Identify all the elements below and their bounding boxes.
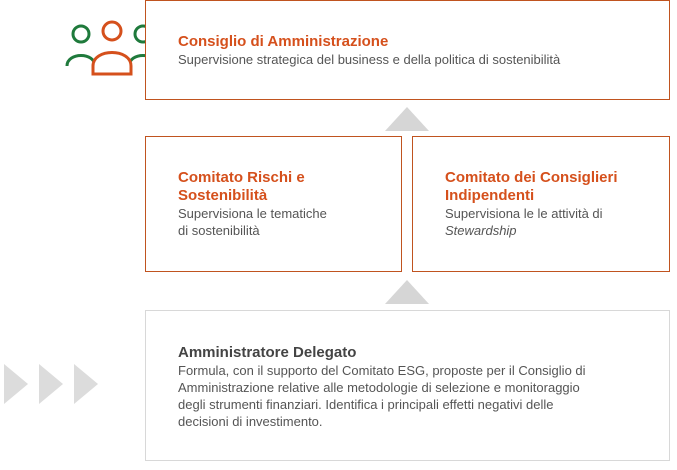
ceo-desc-line1: Formula, con il supporto del Comitato ES… (178, 363, 586, 378)
ceo-box: Amministratore Delegato Formula, con il … (145, 310, 670, 461)
independent-committee-title-line2: Indipendenti (445, 187, 535, 204)
chevron-right-icon (39, 364, 63, 404)
board-title: Consiglio di Amministrazione (178, 33, 389, 50)
arrow-up-icon (385, 280, 429, 304)
board-description: Supervisione strategica del business e d… (178, 52, 561, 67)
independent-committee-desc-line1: Supervisiona le le attività di (445, 206, 603, 221)
chevron-right-icon (74, 364, 98, 404)
ceo-desc-line4: decisioni di investimento. (178, 414, 323, 429)
risk-committee-box: Comitato Rischi e Sostenibilità Supervis… (145, 136, 402, 272)
independent-committee-box: Comitato dei Consiglieri Indipendenti Su… (412, 136, 670, 272)
risk-committee-desc-line1: Supervisiona le tematiche (178, 206, 327, 221)
ceo-title: Amministratore Delegato (178, 344, 357, 361)
risk-committee-title-line1: Comitato Rischi e (178, 169, 305, 186)
ceo-desc-line3: degli strumenti finanziari. Identifica i… (178, 397, 554, 412)
ceo-desc-line2: Amministrazione relative alle metodologi… (178, 380, 580, 395)
independent-committee-title-line1: Comitato dei Consiglieri (445, 169, 618, 186)
risk-committee-title-line2: Sostenibilità (178, 187, 268, 204)
risk-committee-desc-line2: di sostenibilità (178, 223, 260, 238)
chevron-right-icon (4, 364, 28, 404)
arrow-up-icon (385, 107, 429, 131)
board-box: Consiglio di Amministrazione Supervision… (145, 0, 670, 100)
independent-committee-desc-line2: Stewardship (445, 223, 517, 238)
